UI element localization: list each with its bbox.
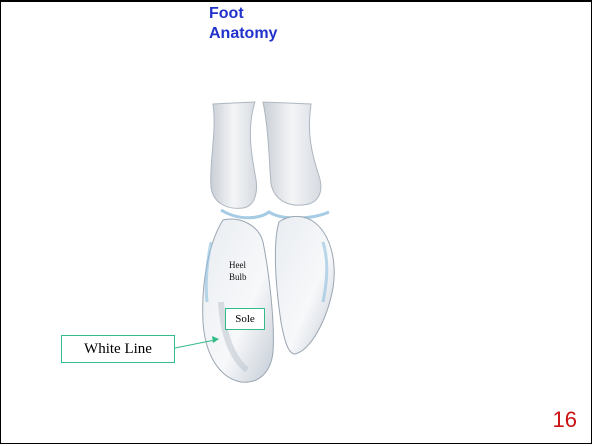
hoof-illustration bbox=[151, 92, 391, 392]
white-line-label: White Line bbox=[61, 335, 175, 363]
page-number: 16 bbox=[553, 407, 577, 433]
joint-shading bbox=[221, 210, 329, 218]
heel-bulb-label: Heel Bulb bbox=[229, 259, 247, 283]
sole-label: Sole bbox=[225, 308, 265, 330]
heel-label-line-2: Bulb bbox=[229, 271, 247, 283]
title-line-2: Anatomy bbox=[209, 24, 277, 44]
slide-title: Foot Anatomy bbox=[209, 4, 277, 44]
upper-bone-left bbox=[211, 102, 257, 208]
title-line-1: Foot bbox=[209, 4, 277, 24]
upper-bone-right bbox=[263, 102, 321, 205]
heel-label-line-1: Heel bbox=[229, 259, 247, 271]
